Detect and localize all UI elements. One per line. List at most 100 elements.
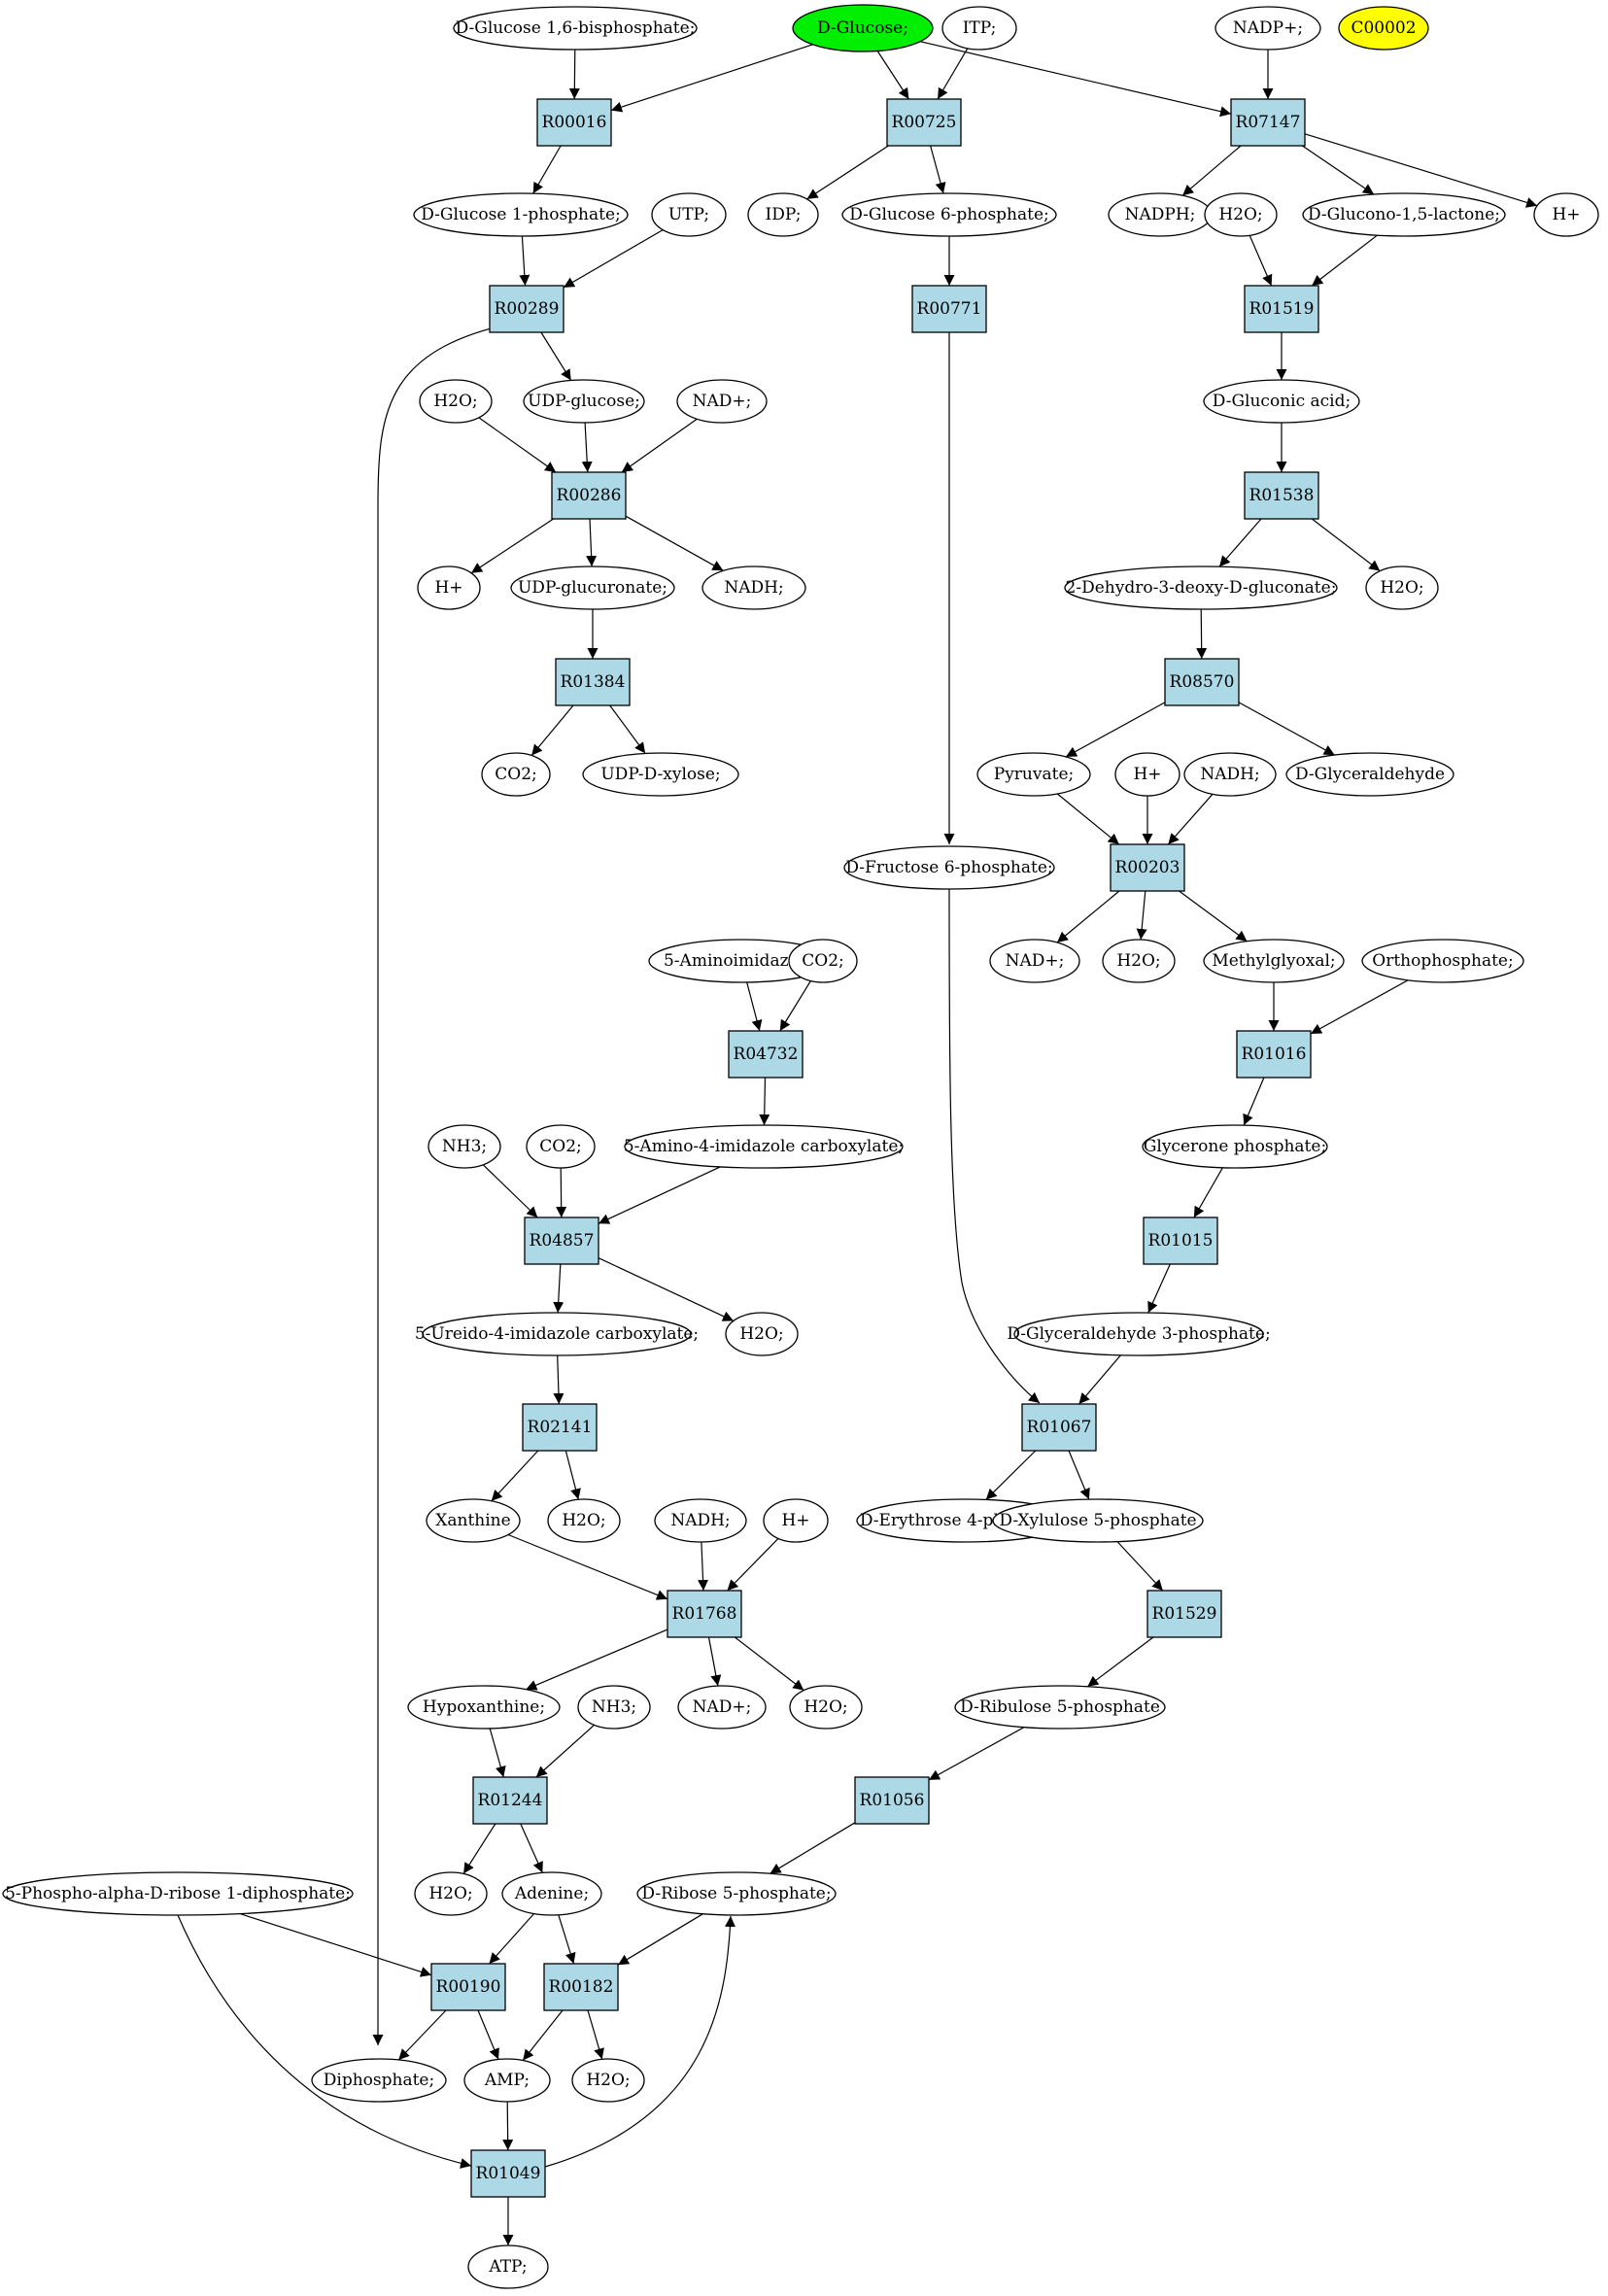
edge-r01529-to-c-ru5p — [1086, 1636, 1154, 1688]
reaction-node-r01016: R01016 — [1236, 1030, 1312, 1079]
node-label: R01529 — [1152, 1604, 1217, 1624]
compound-node-gluconate: D-Gluconic acid; — [1203, 379, 1360, 424]
edge-r02141-to-c-xan — [491, 1450, 539, 1502]
compound-node-glc16bp: D-Glucose 1,6-bisphosphate; — [453, 6, 698, 51]
compound-node-aic: 5-Amino-4-imidazole carboxylate; — [624, 1124, 904, 1169]
reaction-node-r01049: R01049 — [470, 2149, 546, 2198]
reaction-node-r01244: R01244 — [472, 1776, 548, 1825]
compound-node-mgo: Methylglyoxal; — [1203, 939, 1345, 983]
edge-r02141-to-c-h2o-f — [565, 1450, 581, 1500]
node-label: H2O; — [586, 2071, 630, 2090]
reaction-box — [551, 471, 627, 520]
edge-c-glc16bp-to-r00016 — [568, 49, 580, 100]
edge-c-nadh-c-to-r01768 — [698, 1541, 709, 1592]
compound-node-co2-c: CO2; — [526, 1124, 596, 1169]
compound-shape — [1285, 752, 1454, 797]
edge-c-nadh-b-to-r00203 — [1167, 793, 1214, 845]
node-label: AMP; — [484, 2071, 530, 2090]
node-label: H+ — [434, 578, 462, 598]
node-label: R01015 — [1148, 1231, 1214, 1251]
compound-shape — [992, 1498, 1204, 1543]
edge-r08570-to-c-glyald — [1238, 702, 1335, 756]
node-label: 5-Amino-4-imidazole carboxylate; — [624, 1137, 904, 1156]
edge-r00725-to-c-glc6p — [930, 145, 946, 194]
reaction-box — [1110, 843, 1185, 892]
edge-c-glc-to-r00016 — [610, 44, 813, 113]
edge-r01384-to-c-co2-a — [530, 704, 574, 756]
edge-c-h2o-b-to-r00286 — [478, 417, 557, 473]
compound-node-h2o-e: H2O; — [725, 1312, 799, 1356]
edge-r08570-to-c-pyr — [1065, 702, 1166, 758]
compound-shape — [651, 192, 727, 237]
edge-r01538-to-c-h2o-c — [1311, 518, 1381, 572]
compound-shape — [789, 1685, 863, 1730]
reaction-node-r00286: R00286 — [551, 471, 627, 520]
edge-r00203-to-c-mgo — [1179, 890, 1248, 942]
node-label: Pyruvate; — [994, 765, 1074, 784]
node-label: UTP; — [668, 205, 709, 224]
compound-node-nadh-b: NADH; — [1183, 752, 1277, 797]
compound-node-h2o-i: H2O; — [571, 2058, 645, 2103]
compound-shape — [414, 1871, 488, 1916]
compound-node-utp: UTP; — [651, 192, 727, 237]
compound-shape — [501, 1871, 602, 1916]
node-label: H+ — [781, 1511, 809, 1530]
node-label: UDP-D-xylose; — [600, 765, 720, 784]
reaction-box — [522, 1403, 598, 1452]
compound-shape — [624, 1124, 904, 1169]
node-layer: D-Glucose 1,6-bisphosphate;D-Glucose;ITP… — [2, 4, 1599, 2289]
node-label: R02141 — [528, 1418, 593, 1437]
compound-shape — [763, 1498, 829, 1543]
node-label: CO2; — [495, 765, 537, 784]
reaction-node-r08570: R08570 — [1164, 658, 1240, 706]
compound-shape — [547, 1498, 621, 1543]
node-label: H2O; — [428, 1884, 472, 1903]
compound-node-ppi: Diphosphate; — [311, 2058, 447, 2103]
reaction-box — [489, 285, 565, 333]
edge-r00016-to-c-glc1p — [532, 145, 562, 194]
node-label: D-Glucose 6-phosphate; — [849, 205, 1049, 224]
node-label: NH3; — [442, 1137, 487, 1156]
compound-node-amp: AMP; — [463, 2058, 551, 2103]
node-label: H+ — [1552, 205, 1580, 224]
node-label: D-Glucono-1,5-lactone; — [1308, 205, 1500, 224]
node-label: R00725 — [892, 113, 957, 132]
compound-node-glyald: D-Glyceraldehyde — [1285, 752, 1454, 797]
node-label: R00016 — [542, 113, 607, 132]
edge-r01016-to-c-glycp — [1243, 1077, 1265, 1126]
node-label: D-Ribose 5-phosphate; — [641, 1884, 831, 1903]
compound-shape — [677, 1685, 767, 1730]
compound-shape — [1203, 939, 1345, 983]
compound-node-co2-b: CO2; — [788, 939, 858, 983]
node-label: D-Xylulose 5-phosphate — [999, 1511, 1196, 1530]
compound-node-hplus-a: H+ — [1533, 192, 1599, 237]
compound-shape — [467, 2245, 549, 2289]
node-label: Orthophosphate; — [1372, 951, 1513, 971]
compound-shape — [419, 379, 493, 424]
compound-shape — [577, 1685, 651, 1730]
node-label: 5-Phospho-alpha-D-ribose 1-diphosphate; — [5, 1884, 351, 1903]
reaction-node-r04732: R04732 — [728, 1030, 804, 1079]
edge-c-utp-to-r00289 — [563, 229, 664, 289]
edge-r04857-to-c-uic — [553, 1263, 565, 1314]
compound-shape — [1183, 752, 1277, 797]
edge-c-nh3-a-to-r04857 — [482, 1164, 538, 1218]
compound-node-idp: IDP; — [747, 192, 819, 237]
compound-shape — [417, 565, 481, 610]
compound-shape — [571, 2058, 645, 2103]
node-label: D-Glucose 1-phosphate; — [421, 205, 621, 224]
node-label: D-Glyceraldehyde — [1295, 765, 1445, 784]
edge-r01244-to-c-h2o-h — [462, 1823, 496, 1874]
edge-r00725-to-c-idp — [806, 145, 889, 200]
edge-c-pi-to-r01016 — [1310, 979, 1409, 1035]
reaction-box — [1146, 1590, 1222, 1638]
reaction-box — [667, 1590, 742, 1638]
reaction-node-r01768: R01768 — [667, 1590, 742, 1638]
edge-r00286-to-c-udpglcur — [586, 518, 598, 567]
compound-node-h2o-a: H2O; — [1204, 192, 1278, 237]
compound-shape — [582, 752, 739, 797]
edge-c-co2-c-to-r04857 — [556, 1167, 567, 1218]
reaction-box — [886, 98, 962, 147]
compound-shape — [463, 2058, 551, 2103]
